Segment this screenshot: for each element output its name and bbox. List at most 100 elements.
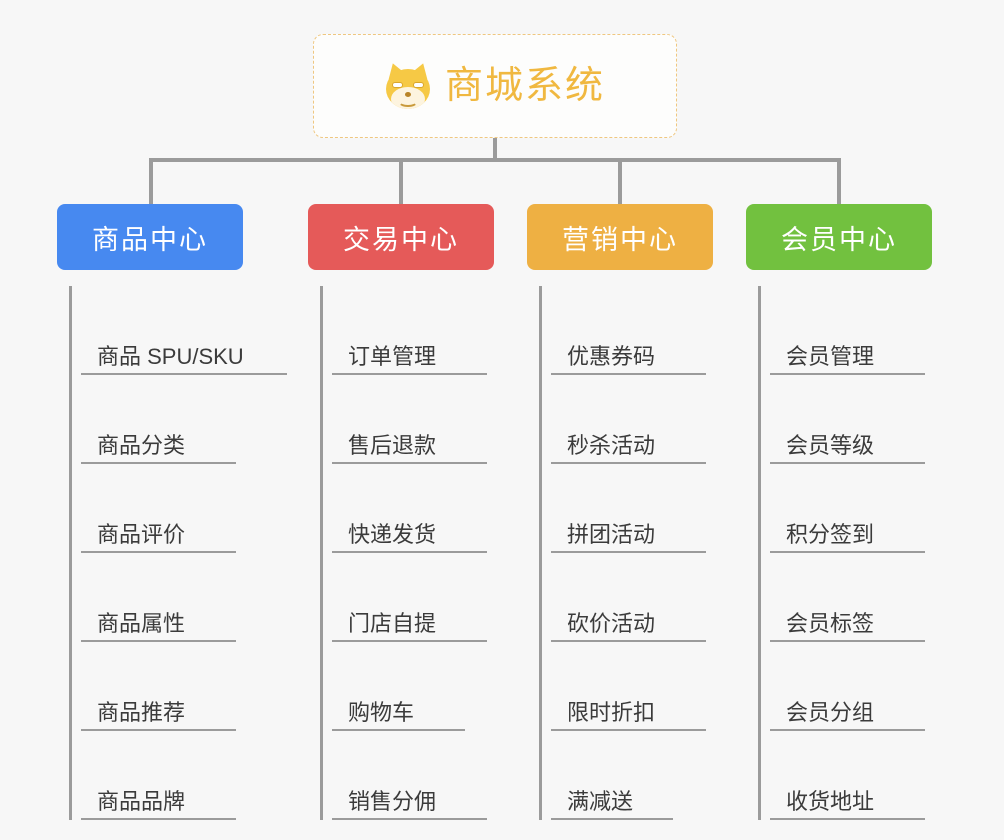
list-item-label: 会员等级 [786,432,875,458]
item-spine-1 [69,286,72,820]
list-item-label: 商品品牌 [97,788,186,814]
list-item-label: 优惠券码 [567,343,656,369]
item-underline [770,640,925,642]
connector-drop-2 [399,158,403,204]
shiba-inu-icon [384,60,432,109]
list-item[interactable]: 秒杀活动 [539,375,713,464]
item-list-1: 商品 SPU/SKU 商品分类 商品评价 商品属性 商品推荐 商品品牌 [57,286,287,820]
item-underline [551,640,706,642]
root-node-shop-system[interactable]: 商城系统 [313,34,677,138]
connector-root-stub [493,138,497,162]
item-underline [551,729,706,731]
connector-drop-4 [837,158,841,204]
list-item-label: 商品推荐 [97,699,186,725]
item-list-2: 订单管理 售后退款 快递发货 门店自提 购物车 销售分佣 [308,286,494,820]
shiba-eye-left-icon [391,82,403,88]
list-item-label: 门店自提 [348,610,437,636]
item-spine-3 [539,286,542,820]
category-column-1: 商品中心 商品 SPU/SKU 商品分类 商品评价 商品属性 商品推荐 [57,204,287,820]
list-item[interactable]: 会员标签 [758,553,932,642]
category-header-3[interactable]: 营销中心 [527,204,713,270]
list-item-label: 销售分佣 [348,788,437,814]
item-underline [81,551,236,553]
category-header-1[interactable]: 商品中心 [57,204,243,270]
root-node-title: 商城系统 [444,65,605,107]
list-item[interactable]: 优惠券码 [539,286,713,375]
connector-horizontal-bus [149,158,841,162]
list-item[interactable]: 购物车 [320,642,494,731]
item-underline [81,373,287,375]
item-underline [770,462,925,464]
list-item[interactable]: 商品属性 [69,553,243,642]
item-list-4: 会员管理 会员等级 积分签到 会员标签 会员分组 收货地址 [746,286,932,820]
list-item-label: 砍价活动 [567,610,656,636]
item-underline [770,729,925,731]
item-underline [81,729,236,731]
category-column-4: 会员中心 会员管理 会员等级 积分签到 会员标签 会员分组 [746,204,932,820]
list-item-label: 限时折扣 [567,699,656,725]
item-underline [81,818,236,820]
list-item-label: 商品 SPU/SKU [97,343,244,369]
list-item-label: 购物车 [348,699,415,725]
item-underline [81,462,236,464]
list-item-label: 拼团活动 [567,521,656,547]
list-item[interactable]: 商品评价 [69,464,243,553]
shiba-eye-right-icon [412,82,424,88]
list-item[interactable]: 销售分佣 [320,731,494,820]
list-item-label: 积分签到 [786,521,875,547]
list-item[interactable]: 门店自提 [320,553,494,642]
list-item[interactable]: 收货地址 [758,731,932,820]
category-column-3: 营销中心 优惠券码 秒杀活动 拼团活动 砍价活动 限时折扣 [527,204,713,820]
list-item-label: 会员分组 [786,699,875,725]
list-item[interactable]: 会员管理 [758,286,932,375]
category-column-2: 交易中心 订单管理 售后退款 快递发货 门店自提 购物车 [308,204,494,820]
list-item[interactable]: 快递发货 [320,464,494,553]
list-item-label: 快递发货 [348,521,437,547]
category-header-4-label: 会员中心 [781,224,897,255]
item-underline [332,462,487,464]
list-item-label: 订单管理 [348,343,437,369]
list-item[interactable]: 商品推荐 [69,642,243,731]
list-item[interactable]: 订单管理 [320,286,494,375]
shiba-nose-icon [404,92,411,97]
list-item[interactable]: 商品品牌 [69,731,243,820]
list-item-label: 售后退款 [348,432,437,458]
connector-drop-3 [618,158,622,204]
category-header-1-label: 商品中心 [92,224,208,255]
shiba-head-icon [385,69,430,109]
list-item[interactable]: 砍价活动 [539,553,713,642]
shiba-mouth-icon [397,96,418,107]
list-item[interactable]: 售后退款 [320,375,494,464]
list-item-label: 商品分类 [97,432,186,458]
category-header-3-label: 营销中心 [562,224,678,255]
item-list-3: 优惠券码 秒杀活动 拼团活动 砍价活动 限时折扣 满减送 [527,286,713,820]
item-spine-4 [758,286,761,820]
list-item-label: 会员管理 [786,343,875,369]
item-underline [81,640,236,642]
item-spine-2 [320,286,323,820]
item-underline [332,373,487,375]
item-underline [770,373,925,375]
connector-drop-1 [149,158,153,204]
item-underline [770,818,925,820]
list-item-label: 会员标签 [786,610,875,636]
list-item-label: 商品评价 [97,521,186,547]
item-underline [770,551,925,553]
list-item-label: 商品属性 [97,610,186,636]
list-item-label: 收货地址 [786,788,875,814]
list-item[interactable]: 积分签到 [758,464,932,553]
list-item[interactable]: 满减送 [539,731,713,820]
category-header-2[interactable]: 交易中心 [308,204,494,270]
list-item[interactable]: 商品分类 [69,375,243,464]
item-underline [332,640,487,642]
list-item[interactable]: 会员分组 [758,642,932,731]
list-item-label: 满减送 [567,788,634,814]
list-item[interactable]: 拼团活动 [539,464,713,553]
list-item[interactable]: 商品 SPU/SKU [69,286,287,375]
list-item[interactable]: 限时折扣 [539,642,713,731]
category-header-4[interactable]: 会员中心 [746,204,932,270]
item-underline [332,729,465,731]
item-underline [551,462,706,464]
list-item[interactable]: 会员等级 [758,375,932,464]
